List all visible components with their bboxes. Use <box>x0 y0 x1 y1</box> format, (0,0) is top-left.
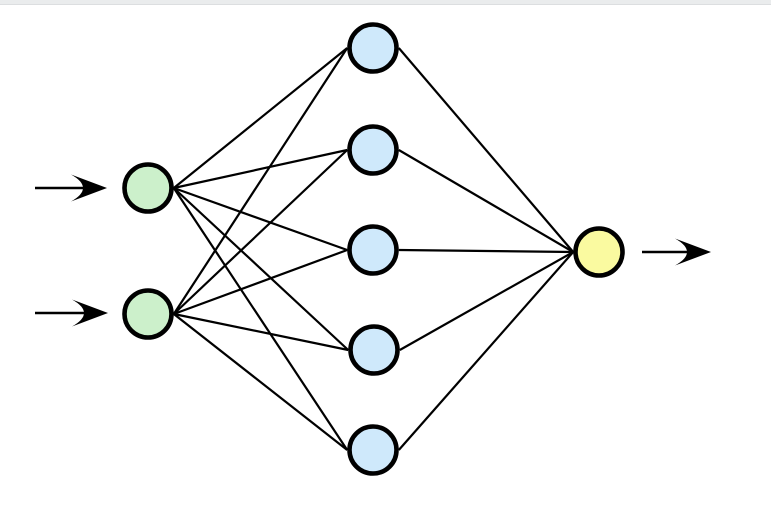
input-arrow-2-head-icon <box>72 299 108 327</box>
edge <box>173 149 348 315</box>
edge <box>173 187 349 351</box>
output-layer-node-1 <box>573 226 625 278</box>
hidden-layer-node-3 <box>347 224 399 276</box>
edge <box>173 148 348 190</box>
edge <box>173 248 348 316</box>
hidden-layer-node-2 <box>347 124 399 176</box>
input-arrow-1-head-icon <box>71 174 107 202</box>
hidden-layer-node-4 <box>348 324 400 376</box>
edge <box>173 47 348 189</box>
edge <box>398 149 574 253</box>
edge <box>399 251 574 351</box>
edge <box>172 187 349 451</box>
edge <box>173 313 348 451</box>
input-layer-node-1 <box>122 162 174 214</box>
edge <box>173 312 349 352</box>
edge <box>398 248 574 254</box>
window-top-strip <box>0 0 771 5</box>
input-layer-node-2 <box>122 288 174 340</box>
edge <box>397 47 575 253</box>
edge <box>397 251 575 451</box>
hidden-layer-node-1 <box>347 22 399 74</box>
edge <box>172 47 349 315</box>
output-arrow-head-icon <box>675 238 711 266</box>
edge <box>173 186 348 252</box>
hidden-layer-node-5 <box>347 424 399 476</box>
